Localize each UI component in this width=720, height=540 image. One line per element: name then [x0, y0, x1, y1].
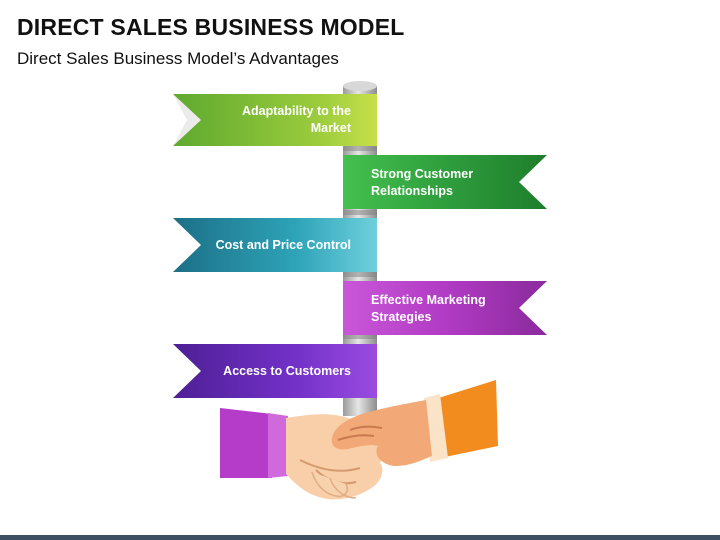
sign-label-strong-customer: Strong Customer Relationships [371, 167, 474, 198]
sign-access-customers [173, 344, 377, 398]
sign-label-cost-price: Cost and Price Control [215, 238, 351, 252]
sign-adaptability [173, 94, 377, 146]
sign-label-adaptability: Adaptability to the Market [241, 104, 351, 135]
sign-effective-marketing [343, 281, 547, 335]
sign-label-effective-marketing: Effective Marketing Strategies [371, 293, 486, 324]
sign-label-access-customers: Access to Customers [223, 364, 351, 378]
handshake-icon [220, 380, 498, 500]
sign-strong-customer [343, 155, 547, 209]
page-title: DIRECT SALES BUSINESS MODEL [17, 14, 405, 40]
page-subtitle: Direct Sales Business Model’s Advantages [17, 49, 339, 68]
footer-bar [0, 535, 720, 540]
sign-cost-price [173, 218, 377, 272]
